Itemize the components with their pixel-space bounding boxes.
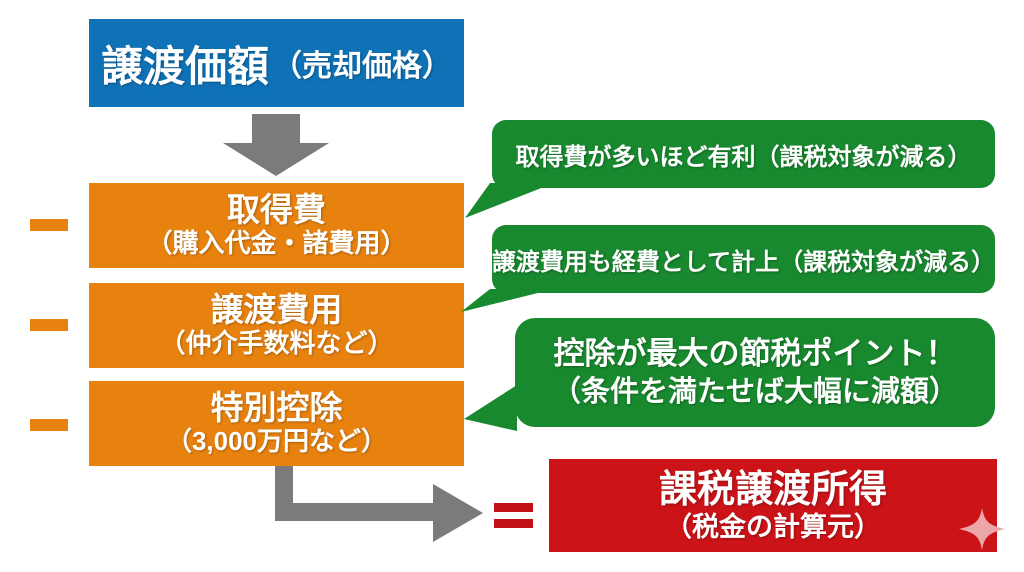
equals-bar-bottom bbox=[494, 519, 533, 528]
acquisition-cost-callout: 取得費が多いほど有利（課税対象が減る） bbox=[492, 120, 995, 188]
minus-operator bbox=[30, 319, 68, 331]
special-deduction-callout-line2: （条件を満たせば大幅に減額） bbox=[551, 375, 958, 408]
special-deduction-callout: 控除が最大の節税ポイント！ （条件を満たせば大幅に減額） bbox=[515, 318, 995, 427]
acquisition-cost-callout-text: 取得費が多いほど有利（課税対象が減る） bbox=[515, 143, 972, 171]
transfer-expenses-box: 譲渡費用 （仲介手数料など） bbox=[89, 283, 464, 368]
transfer-price-box: 譲渡価額（売却価格） bbox=[89, 19, 464, 107]
equals-bar-top bbox=[494, 503, 533, 512]
transfer-expenses-callout-text: 譲渡費用も経費として計上（課税対象が減る） bbox=[491, 248, 996, 276]
taxable-income-box: 課税譲渡所得 （税金の計算元） bbox=[549, 459, 997, 552]
down-arrow bbox=[223, 114, 329, 176]
callout-tail bbox=[464, 385, 517, 431]
acquisition-cost-label: 取得費 bbox=[227, 191, 326, 229]
taxable-income-sublabel: （税金の計算元） bbox=[665, 511, 881, 542]
minus-operator bbox=[30, 219, 68, 231]
acquisition-cost-box: 取得費 （購入代金・諸費用） bbox=[89, 183, 464, 268]
transfer-expenses-callout: 譲渡費用も経費として計上（課税対象が減る） bbox=[492, 225, 995, 293]
minus-operator bbox=[30, 419, 68, 431]
taxable-income-label: 課税譲渡所得 bbox=[658, 469, 887, 512]
special-deduction-box: 特別控除 （3,000万円など） bbox=[89, 381, 464, 466]
callout-tail bbox=[465, 183, 554, 218]
equals-operator bbox=[494, 503, 533, 528]
transfer-price-sublabel: （売却価格） bbox=[272, 50, 452, 83]
transfer-expenses-label: 譲渡費用 bbox=[210, 291, 343, 329]
transfer-price-label: 譲渡価額 bbox=[100, 42, 269, 90]
acquisition-cost-sublabel: （購入代金・諸費用） bbox=[146, 228, 407, 259]
special-deduction-sublabel: （3,000万円など） bbox=[165, 426, 388, 457]
transfer-expenses-sublabel: （仲介手数料など） bbox=[159, 328, 394, 359]
elbow-right-arrow bbox=[275, 466, 483, 542]
special-deduction-callout-line1: 控除が最大の節税ポイント！ bbox=[553, 336, 957, 371]
special-deduction-label: 特別控除 bbox=[210, 389, 343, 427]
